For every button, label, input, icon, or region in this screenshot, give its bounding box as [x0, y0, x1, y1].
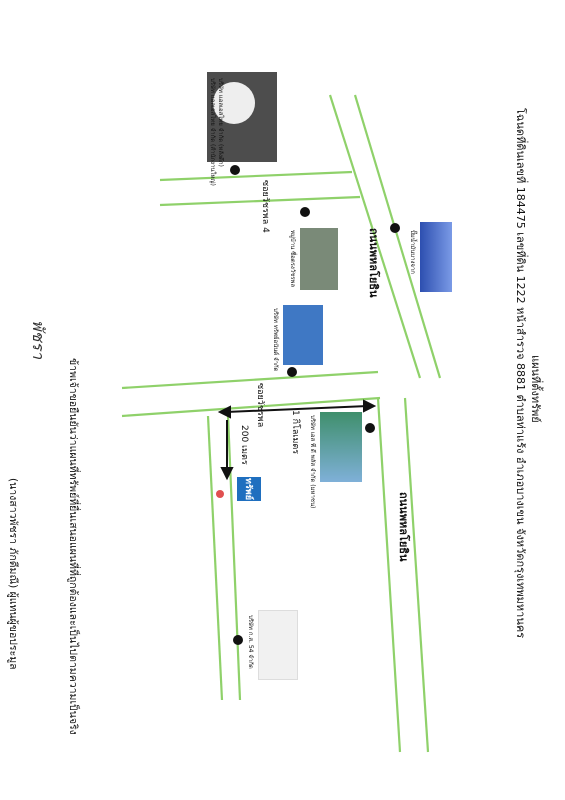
landmark-caption-company-blue: บริษัท ทรัพย์อนันต์ จำกัด [272, 308, 279, 372]
landmark-photo-office [207, 72, 277, 162]
dot-company-blue [287, 367, 297, 377]
property-marker-label: ทรัพย์ [242, 478, 253, 500]
landmark-caption-village: หมู่บ้าน ซื่อตรงวัชรพล [289, 230, 296, 288]
distance-arrow-1km [217, 399, 377, 419]
road-label-soi-upper: ซอยวัชรพล 4 [260, 180, 270, 233]
distance-arrow-200m [220, 420, 234, 481]
property-pin [216, 490, 224, 498]
dot-spd-plus [365, 423, 375, 433]
road-label-soi-lower: ซอยวัชรพล [255, 383, 265, 428]
landmark-caption-office-rear: บริษัท แอลเอสไทย จำกัด (หลังตึก) [217, 78, 224, 167]
confirmation-note: ข้าพเจ้าขอยืนยันว่าแผนที่ทรัพย์ที่ยื่นเส… [67, 358, 79, 735]
dot-office [230, 165, 240, 175]
side-road [206, 415, 242, 701]
signature: พัชรา [29, 320, 48, 359]
road-label-main-bottom: ถนนพหลโยธิน [397, 492, 410, 562]
soi-lower-road [121, 370, 381, 418]
dot-gas-station [390, 223, 400, 233]
distance-label-1km: 1 กิโลเมตร [290, 410, 300, 455]
distance-label-200m: 200 เมตร [239, 425, 249, 465]
landmark-dots [230, 165, 400, 645]
landmark-photo-company-blue [283, 305, 323, 365]
location-description: โฉนดที่ดินเลขที่ 184475 เลขที่ดิน 1222 ห… [514, 108, 527, 639]
landmark-photo-village [300, 228, 338, 290]
landmark-photo-ks54 [258, 610, 298, 680]
landmark-caption-ks54: บริษัท ก.ส. 54 จำกัด [247, 615, 254, 669]
landmark-photo-spd-plus [320, 412, 362, 482]
landmark-photo-gas-station [420, 222, 452, 292]
soi-upper-road [159, 170, 361, 207]
landmark-caption-gas-station: ปั๊มน้ำมันบางจาก [409, 230, 416, 274]
dot-ks54 [233, 635, 243, 645]
main-road [328, 94, 442, 753]
landmark-caption-spd-plus: บริษัท เอส พี ดี พลัส จำกัด (มหาชน) [309, 415, 316, 509]
road-label-main-top: ถนนพหลโยธิน [367, 228, 380, 298]
property-marker: ทรัพย์ [237, 477, 261, 501]
dot-village [300, 207, 310, 217]
signer-line: (นางสาวพัชรา ภักดีมณี) ผู้แทนผู้ขอประมูล [7, 478, 19, 670]
